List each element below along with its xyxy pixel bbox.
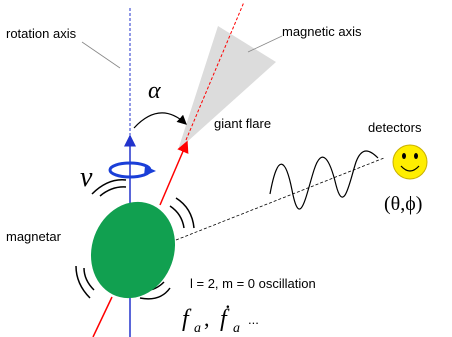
detectors-label: detectors [368, 120, 422, 135]
rotation-axis-label: rotation axis [6, 26, 77, 41]
flare-cone [178, 26, 276, 150]
magnetic-axis-leader [247, 35, 283, 53]
svg-text:ḟ: ḟ [220, 306, 230, 332]
nu-label: ν [80, 162, 93, 193]
rotation-axis-leader [81, 41, 121, 69]
magnetar-label: magnetar [6, 229, 62, 244]
svg-text:...: ... [248, 312, 259, 327]
svg-text:a: a [194, 321, 201, 336]
smiley-icon [392, 144, 428, 180]
magnetic-axis-label: magnetic axis [282, 24, 362, 39]
frequency-label: f a , ḟ a ... [182, 306, 259, 336]
magnetar-body [90, 201, 176, 299]
magnetic-axis-lower [92, 296, 113, 337]
alpha-arc [133, 112, 187, 129]
svg-text:a: a [233, 321, 240, 336]
giant-flare-label: giant flare [214, 116, 271, 131]
angles-label: (θ,ϕ) [384, 193, 422, 215]
waveform [269, 150, 379, 210]
line-of-sight [175, 157, 385, 241]
magnetic-axis-arrow [159, 140, 189, 206]
svg-text:f: f [182, 306, 192, 332]
oscillation-label: l = 2, m = 0 oscillation [190, 276, 316, 291]
svg-text:,: , [204, 306, 210, 331]
spin-arrowhead [144, 166, 156, 176]
alpha-label: α [148, 78, 161, 104]
